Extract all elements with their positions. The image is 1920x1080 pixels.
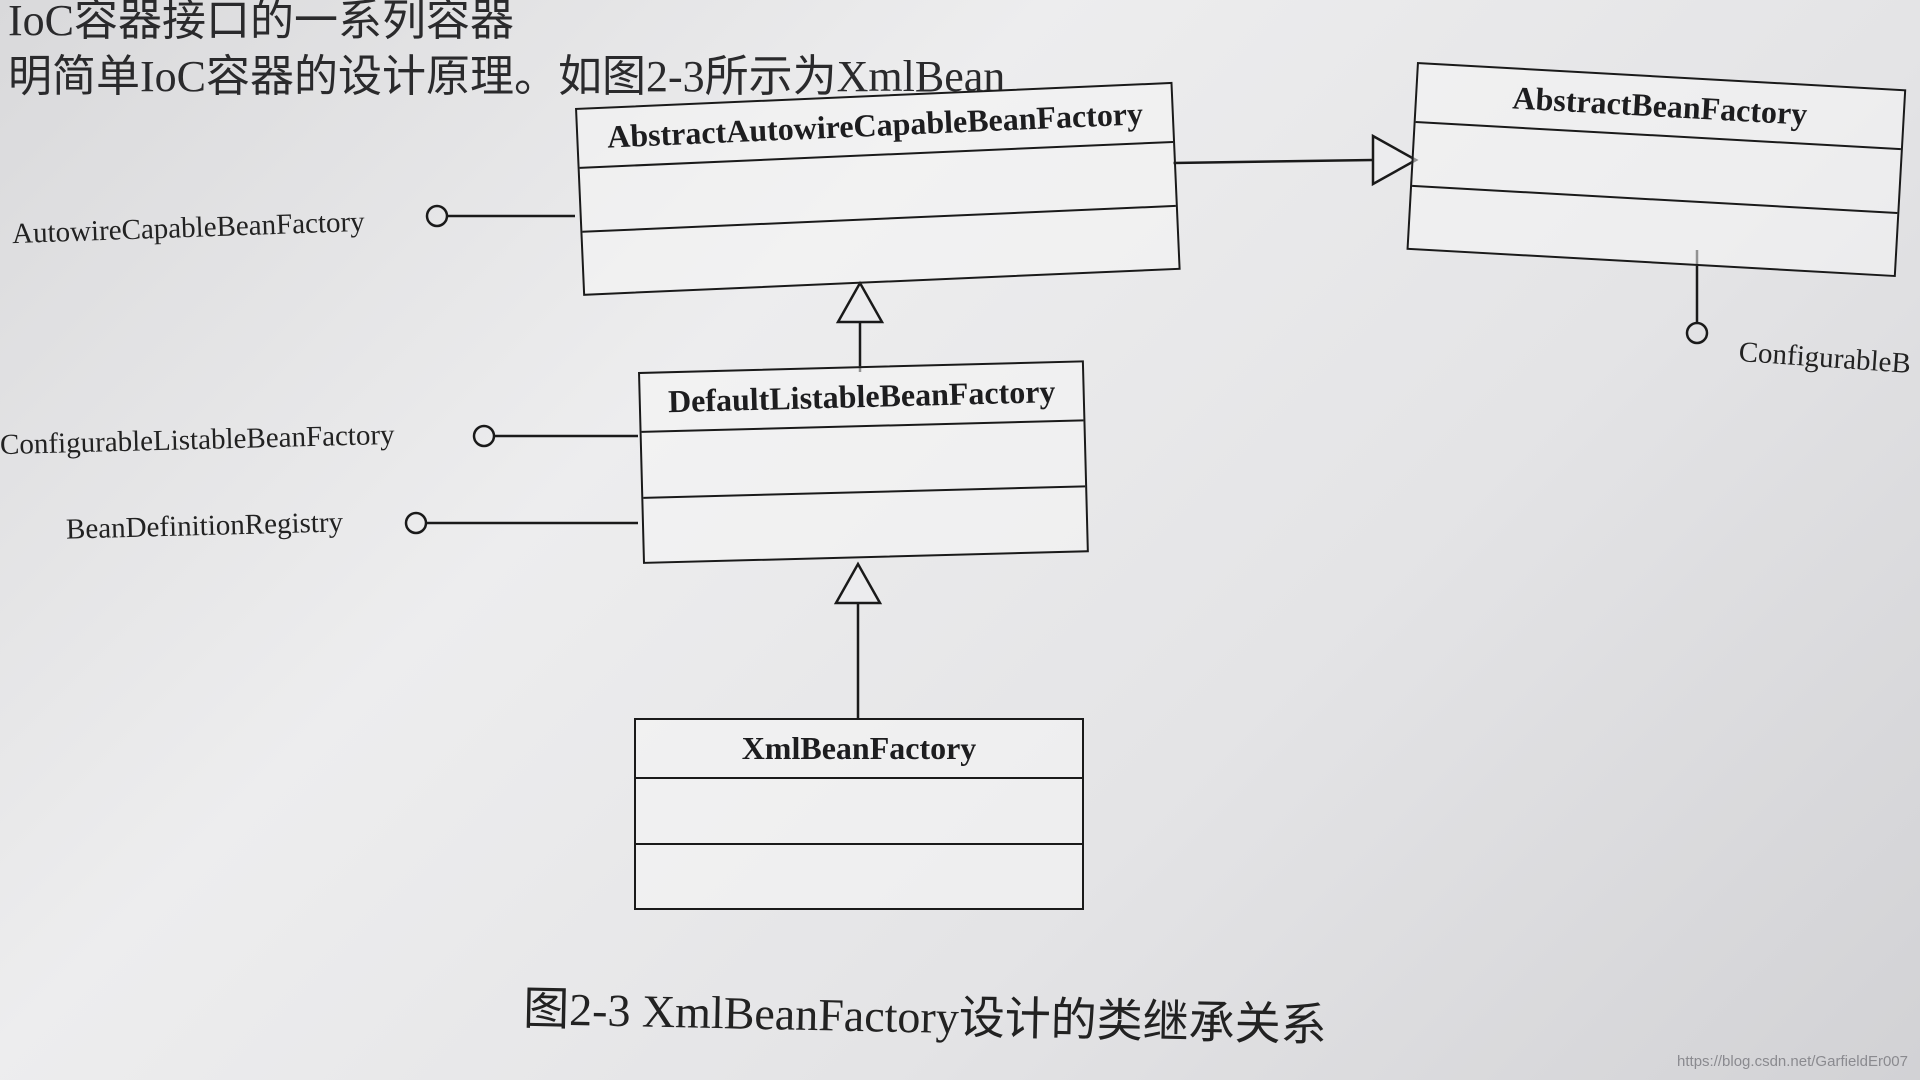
inheritance-arrow-icon [833,561,883,605]
watermark-url: https://blog.csdn.net/GarfieldEr007 [1677,1053,1908,1070]
class-xml-bean-factory: XmlBeanFactory [634,718,1084,910]
interface-lollipop-icon [472,424,496,448]
interface-lollipop-icon [1685,321,1709,345]
page-text-line-1: IoC容器接口的一系列容器 [8,0,514,45]
class-abstract-autowire-capable-bean-factory: AbstractAutowireCapableBeanFactory [575,81,1181,296]
class-attributes-section [636,779,1082,843]
class-attributes-section [642,421,1086,496]
class-name: XmlBeanFactory [636,720,1082,779]
inheritance-arrow-icon [1371,133,1419,187]
interface-lollipop-icon [425,204,449,228]
inheritance-line [1172,158,1374,165]
class-default-listable-bean-factory: DefaultListableBeanFactory [638,360,1089,564]
class-abstract-bean-factory: AbstractBeanFactory [1406,62,1907,278]
inheritance-arrow-icon [835,280,885,324]
interface-lollipop-icon [404,511,428,535]
class-methods-section [636,842,1082,909]
page-text-line-2: 明简单IoC容器的设计原理。如图2-3所示为XmlBean [8,52,1006,101]
class-methods-section [643,484,1087,562]
